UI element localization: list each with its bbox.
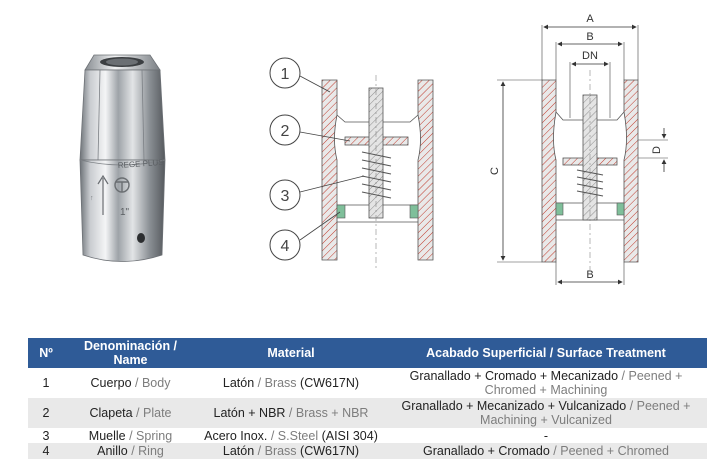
- name-sep: /: [127, 444, 139, 458]
- callout-2-label: 2: [281, 123, 290, 140]
- mat-es: Latón: [222, 376, 255, 390]
- mat-en: Brass + NBR: [295, 406, 369, 420]
- cell-name: Cuerpo / Body: [64, 368, 197, 398]
- header-denom-line1: Denominación /: [83, 339, 178, 353]
- name-es: Anillo: [97, 444, 128, 458]
- cell-num: 3: [28, 428, 64, 443]
- cell-material: Acero Inox. / S.Steel (AISI 304): [197, 428, 385, 443]
- header-finish: Acabado Superficial / Surface Treatment: [385, 338, 707, 368]
- table-row: 4 Anillo / Ring Latón / Brass (CW617N) G…: [28, 443, 707, 459]
- name-en: Ring: [138, 444, 164, 458]
- mat-es: Acero Inox.: [204, 428, 268, 443]
- mat-sep: /: [254, 444, 265, 458]
- table-row: 3 Muelle / Spring Acero Inox. / S.Steel …: [28, 428, 707, 443]
- table-row: 2 Clapeta / Plate Latón + NBR / Brass + …: [28, 398, 707, 428]
- callout-3-label: 3: [281, 188, 290, 205]
- cell-num: 2: [28, 398, 64, 428]
- mat-es: Latón + NBR: [213, 406, 286, 420]
- name-en: Plate: [143, 406, 172, 420]
- section-drawing: [321, 75, 434, 268]
- dim-dn-label: DN: [582, 50, 598, 62]
- fin-es: Granallado + Cromado + Mecanizado: [409, 369, 619, 383]
- brand-logo-icon: [114, 177, 130, 193]
- dim-b-top-label: B: [586, 31, 593, 43]
- name-es: Muelle: [88, 428, 126, 443]
- cell-name: Anillo / Ring: [64, 443, 197, 459]
- name-sep: /: [132, 406, 143, 420]
- callout-2: 2: [269, 114, 351, 146]
- mat-en: Brass: [264, 444, 297, 458]
- header-material: Material: [197, 338, 385, 368]
- mat-code: (CW617N): [296, 376, 360, 390]
- mat-sep: /: [254, 376, 265, 390]
- parts-table: Nº Denominación /Name Material Acabado S…: [28, 338, 707, 459]
- fin-es: Granallado + Cromado: [423, 444, 550, 458]
- fin-en: / Peened +: [626, 399, 691, 413]
- table-row: 1 Cuerpo / Body Latón / Brass (CW617N) G…: [28, 368, 707, 398]
- photo-size-text: 1": [120, 207, 130, 218]
- mat-code: (CW617N): [296, 444, 360, 458]
- photo-brand-text: REGE PLUS: [118, 158, 164, 170]
- cell-material: Latón / Brass (CW617N): [197, 368, 385, 398]
- callout-1-label: 1: [281, 66, 290, 83]
- name-es: Cuerpo: [90, 376, 132, 390]
- valve-photo: REGE PLUS 1" ↑: [79, 54, 166, 262]
- mat-es: Latón: [222, 444, 255, 458]
- name-sep: /: [131, 376, 142, 390]
- dim-d-label: D: [651, 146, 663, 154]
- dimension-drawing: A B DN C D B: [489, 13, 668, 285]
- callout-1: 1: [269, 57, 331, 93]
- fin-en-2: Machining + Vulcanized: [480, 413, 612, 427]
- name-es: Clapeta: [89, 406, 133, 420]
- dim-b-bottom-label: B: [586, 269, 593, 281]
- header-num: Nº: [28, 338, 64, 368]
- table-header-row: Nº Denominación /Name Material Acabado S…: [28, 338, 707, 368]
- mat-sep: /: [285, 406, 296, 420]
- photo-engraving-arrow: ↑: [90, 195, 94, 202]
- fin-en-2: Chromed + Machining: [484, 383, 608, 397]
- header-denom-line2: Name: [113, 353, 148, 367]
- cell-num: 4: [28, 443, 64, 459]
- mat-sep: /: [267, 428, 278, 443]
- mat-code: (AISI 304): [318, 428, 378, 443]
- cell-finish: Granallado + Cromado / Peened + Chromed: [385, 443, 707, 459]
- cell-num: 1: [28, 368, 64, 398]
- callout-4-label: 4: [281, 238, 290, 255]
- name-en: Spring: [136, 428, 173, 443]
- cell-material: Latón + NBR / Brass + NBR: [197, 398, 385, 428]
- name-sep: /: [125, 428, 137, 443]
- cell-finish: Granallado + Mecanizado + Vulcanizado / …: [385, 398, 707, 428]
- fin-es: Granallado + Mecanizado + Vulcanizado: [401, 399, 627, 413]
- callout-3: 3: [269, 175, 365, 211]
- cell-finish: -: [385, 428, 707, 443]
- fin-en: / Peened +: [618, 369, 683, 383]
- cell-material: Latón / Brass (CW617N): [197, 443, 385, 459]
- dim-a-label: A: [586, 13, 594, 25]
- mat-en: Brass: [264, 376, 297, 390]
- dim-c-label: C: [489, 167, 501, 175]
- drawings-area: REGE PLUS 1" ↑: [79, 13, 668, 285]
- cell-name: Muelle / Spring: [64, 428, 197, 443]
- name-en: Body: [141, 376, 171, 390]
- fin-en: / Peened + Chromed: [549, 444, 669, 458]
- flow-arrow-icon: [97, 174, 109, 215]
- callout-4: 4: [269, 211, 341, 261]
- cell-finish: Granallado + Cromado + Mecanizado / Peen…: [385, 368, 707, 398]
- header-denomination: Denominación /Name: [64, 338, 197, 368]
- mat-en: S.Steel: [277, 428, 319, 443]
- cell-name: Clapeta / Plate: [64, 398, 197, 428]
